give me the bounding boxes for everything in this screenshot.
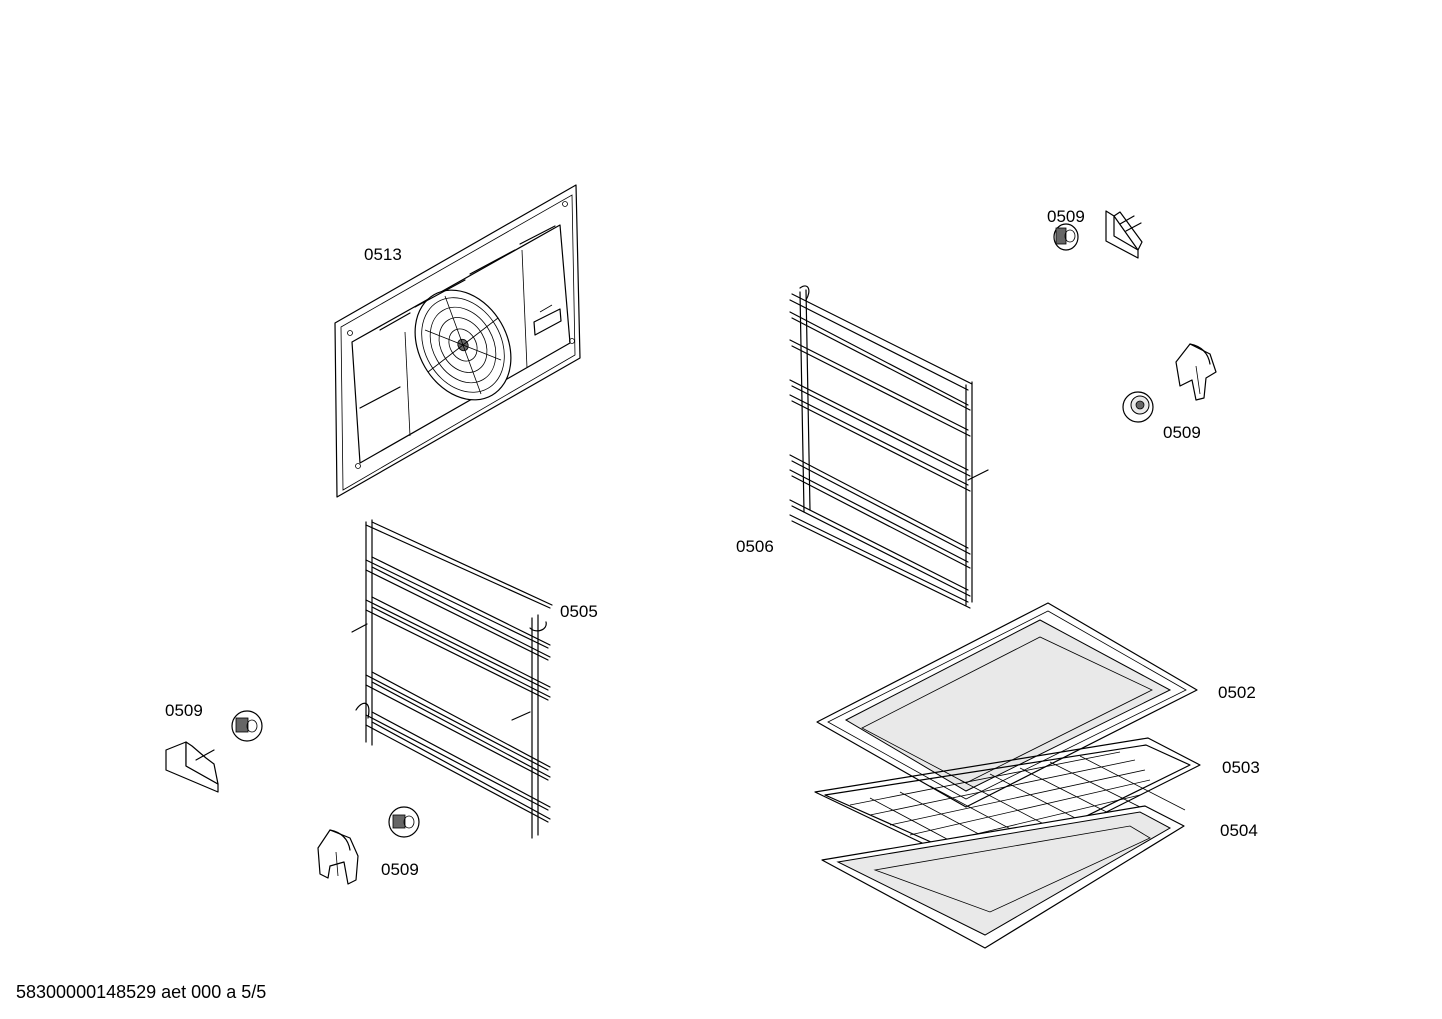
hinge-bracket-left bbox=[165, 741, 219, 793]
document-code: 58300000148529 aet 000 a 5/5 bbox=[16, 982, 267, 1002]
label-0504: 0504 bbox=[1220, 821, 1258, 840]
label-0502: 0502 bbox=[1218, 683, 1256, 702]
label-0506: 0506 bbox=[736, 537, 774, 556]
hinge-clip-bottom bbox=[317, 829, 359, 885]
left-shelf-rail bbox=[351, 519, 553, 839]
label-0505: 0505 bbox=[560, 602, 598, 621]
fan-guard bbox=[414, 289, 512, 401]
roasting-pan bbox=[821, 805, 1185, 949]
label-0509-top: 0509 bbox=[1047, 207, 1085, 226]
hinge-clip-right bbox=[1175, 343, 1217, 401]
guide-clip-top bbox=[1053, 223, 1079, 251]
label-0503: 0503 bbox=[1222, 758, 1260, 777]
label-0513: 0513 bbox=[364, 245, 402, 264]
guide-clip-bottom bbox=[388, 806, 420, 838]
label-0509-left: 0509 bbox=[165, 701, 203, 720]
rear-panel-with-fan bbox=[334, 184, 581, 498]
label-0509-right: 0509 bbox=[1163, 423, 1201, 442]
guide-clip-right bbox=[1122, 391, 1154, 423]
hinge-bracket-top bbox=[1105, 210, 1143, 259]
guide-clip-left bbox=[231, 710, 263, 742]
baking-tray bbox=[816, 602, 1198, 808]
label-0509-bottom: 0509 bbox=[381, 860, 419, 879]
right-shelf-rail bbox=[789, 285, 989, 609]
